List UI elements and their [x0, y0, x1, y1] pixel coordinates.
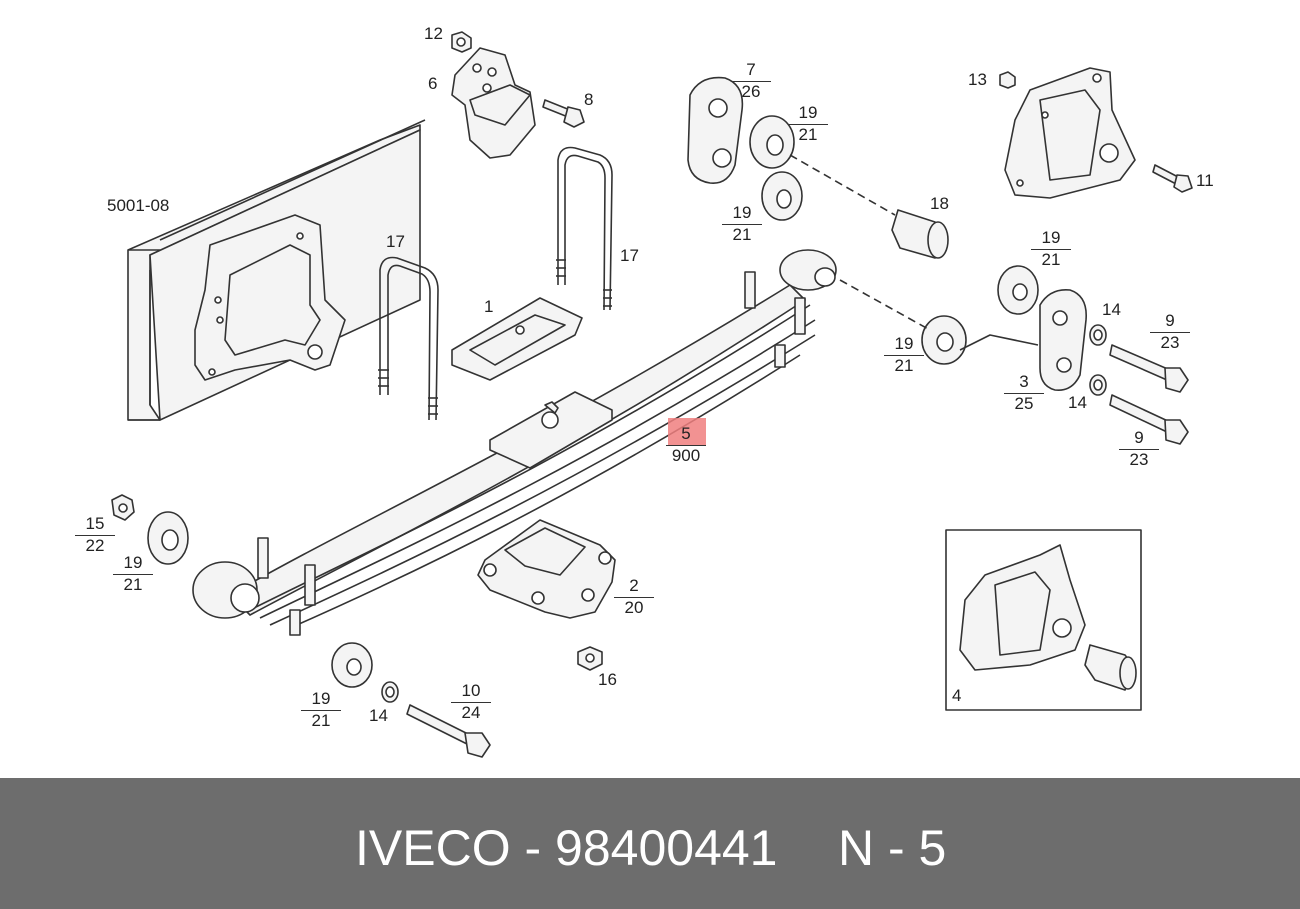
washer-19-rear-low — [921, 315, 967, 365]
frame-bracket — [194, 214, 346, 381]
callout-18: 18 — [930, 194, 949, 213]
callout-9-lower: 9 23 — [1119, 428, 1159, 470]
callout-19-c-den: 21 — [1041, 250, 1061, 269]
callout-19-e-num: 19 — [113, 553, 153, 575]
footer-part-number: IVECO - 98400441 — [355, 820, 778, 876]
callout-19-a: 19 21 — [788, 103, 828, 145]
callout-3-25: 3 25 — [1004, 372, 1044, 414]
callout-19-d: 19 21 — [884, 334, 924, 376]
footer-bar — [0, 778, 1300, 909]
nut-15 — [111, 494, 135, 521]
callout-12: 12 — [424, 24, 443, 43]
callout-5-den: 900 — [671, 446, 701, 465]
washer-19-rear-top — [997, 265, 1039, 315]
bolt-9-upper — [1109, 344, 1189, 393]
callout-11: 11 — [1196, 171, 1214, 190]
callout-9-upper: 9 23 — [1150, 311, 1190, 353]
frame-leader-line — [159, 119, 426, 241]
rear-hanger-bracket — [1004, 67, 1136, 199]
washer-14-lower — [1089, 374, 1107, 396]
shackle-plate-3 — [1039, 288, 1087, 392]
nut-13 — [999, 71, 1016, 89]
callout-19-a-den: 21 — [798, 125, 818, 144]
callout-19-a-num: 19 — [788, 103, 828, 125]
callout-2-den: 20 — [624, 598, 644, 617]
callout-15-num: 15 — [75, 514, 115, 536]
callout-3-num: 3 — [1004, 372, 1044, 394]
exploded-parts-diagram: 5001-08 12 6 8 7 26 19 21 19 21 13 11 18… — [75, 24, 1214, 758]
callout-7-26: 7 26 — [731, 60, 771, 102]
callout-10-den: 24 — [461, 703, 481, 722]
callout-7-num: 7 — [731, 60, 771, 82]
washer-19-top — [749, 115, 795, 169]
nut-16 — [577, 646, 603, 671]
bolt-8 — [542, 99, 585, 128]
callout-15-den: 22 — [85, 536, 105, 555]
washer-19-bottom — [331, 642, 373, 688]
callout-19-f-num: 19 — [301, 689, 341, 711]
callout-19-b: 19 21 — [722, 203, 762, 245]
footer-position: N - 5 — [838, 820, 947, 876]
callout-1: 1 — [484, 297, 494, 316]
upper-bracket-6 — [451, 47, 536, 159]
callout-13: 13 — [968, 70, 987, 89]
washer-14-upper — [1089, 324, 1107, 346]
callout-19-f-den: 21 — [311, 711, 331, 730]
washer-19-front — [147, 511, 189, 565]
callout-15-22: 15 22 — [75, 514, 115, 556]
shackle-plate-7 — [687, 76, 744, 184]
leaf-spring-5 — [192, 249, 837, 636]
frame-ref-label: 5001-08 — [107, 196, 170, 215]
diagram-drawing — [111, 31, 1193, 758]
callout-19-d-den: 21 — [894, 356, 914, 375]
clamp-plate-1 — [451, 297, 583, 381]
u-bolt-left — [378, 256, 439, 421]
callout-19-b-num: 19 — [722, 203, 762, 225]
callout-6: 6 — [428, 74, 438, 93]
callout-9-upper-den: 23 — [1160, 333, 1180, 352]
callout-19-e-den: 21 — [123, 575, 143, 594]
highlight-marker — [668, 418, 706, 446]
detail-box-4 — [945, 529, 1142, 711]
bushing-18 — [891, 209, 949, 259]
callout-14-lower: 14 — [1068, 393, 1087, 412]
callout-7-den: 26 — [741, 82, 761, 101]
bolt-10 — [406, 704, 491, 758]
washer-19-mid — [761, 171, 803, 221]
callout-19-b-den: 21 — [732, 225, 752, 244]
callout-17-left: 17 — [386, 232, 405, 251]
callout-10-24: 10 24 — [451, 681, 491, 723]
u-bolt-right — [556, 146, 613, 311]
callout-19-c-num: 19 — [1031, 228, 1071, 250]
callout-14-upper: 14 — [1102, 300, 1121, 319]
callout-4: 4 — [952, 686, 962, 705]
connector-line — [959, 334, 1039, 351]
callout-9-lower-den: 23 — [1129, 450, 1149, 469]
callout-14-bottom: 14 — [369, 706, 388, 725]
assembly-lines — [789, 154, 931, 331]
washer-14-bottom — [381, 681, 399, 703]
callout-9-upper-num: 9 — [1150, 311, 1190, 333]
nut-12 — [451, 31, 472, 53]
callout-5-900: 5 900 — [666, 424, 706, 466]
callout-16: 16 — [598, 670, 617, 689]
callout-3-den: 25 — [1014, 394, 1034, 413]
callout-19-f: 19 21 — [301, 689, 341, 731]
callout-19-c: 19 21 — [1031, 228, 1071, 270]
bolt-11 — [1152, 164, 1193, 193]
bolt-9-lower — [1109, 394, 1189, 445]
callout-8: 8 — [584, 90, 594, 109]
callout-10-num: 10 — [451, 681, 491, 703]
callout-17-right: 17 — [620, 246, 639, 265]
callout-2-20: 2 20 — [614, 576, 654, 618]
callout-9-lower-num: 9 — [1119, 428, 1159, 450]
callout-5-num: 5 — [666, 424, 706, 446]
callout-19-e: 19 21 — [113, 553, 153, 595]
callout-19-d-num: 19 — [884, 334, 924, 356]
lower-bracket-2 — [477, 519, 616, 619]
callout-2-num: 2 — [614, 576, 654, 598]
